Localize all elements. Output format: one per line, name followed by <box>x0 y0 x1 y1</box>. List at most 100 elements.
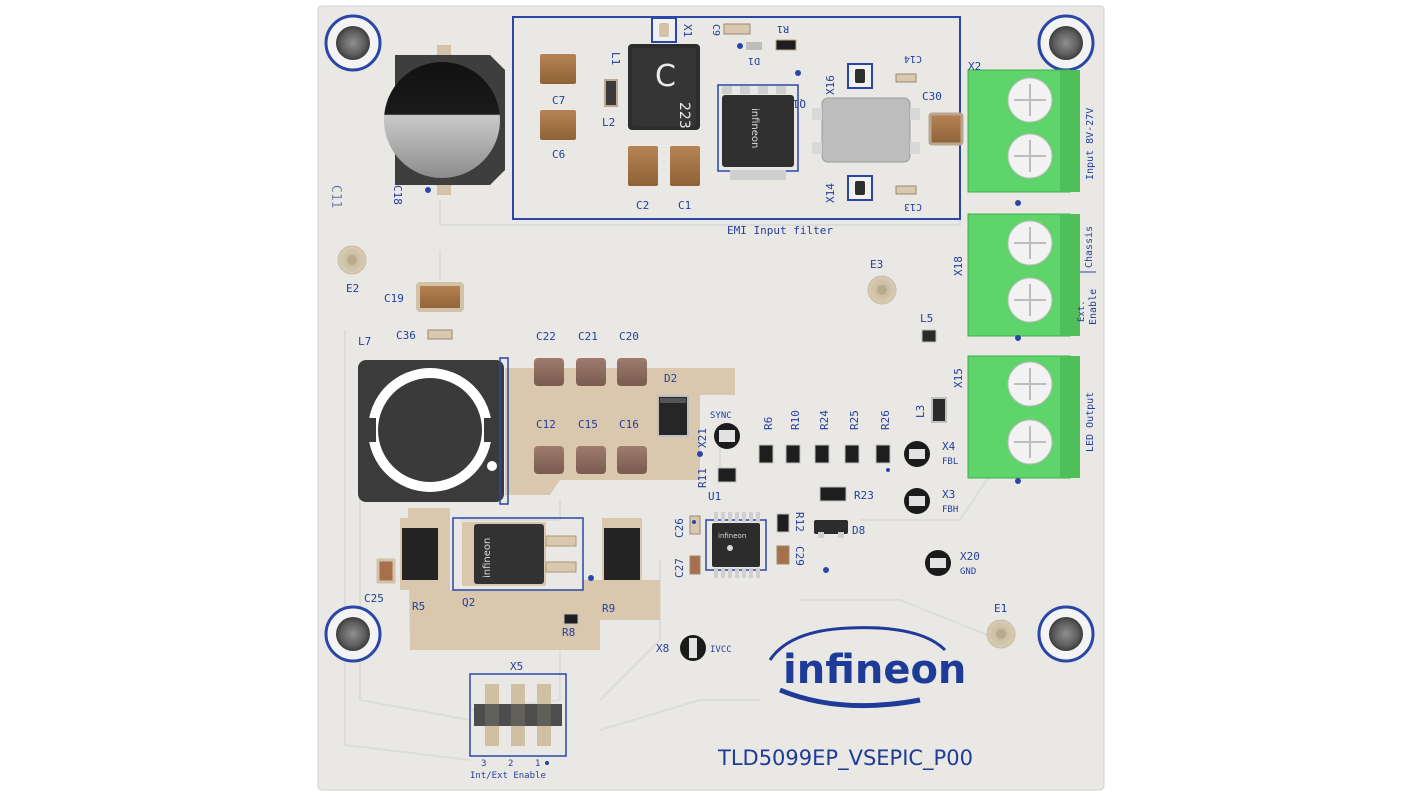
capacitor-c6 <box>540 110 576 140</box>
capacitor-c13 <box>895 185 917 195</box>
svg-text:C: C <box>655 59 676 94</box>
mounting-holes <box>324 14 1095 663</box>
ref-c21: C21 <box>578 330 598 343</box>
ref-l5: L5 <box>920 312 933 325</box>
ref-l3: L3 <box>914 405 927 418</box>
connector-x18[interactable] <box>967 213 1080 337</box>
ref-x15: X15 <box>952 368 965 388</box>
ref-r1: R1 <box>777 23 789 34</box>
ref-x8: X8 <box>656 642 669 655</box>
capacitor-c22 <box>534 358 564 386</box>
capacitor-c27 <box>689 555 701 575</box>
capacitor-c21 <box>576 358 606 386</box>
ref-r24: R24 <box>818 410 831 430</box>
capacitor-c12 <box>534 446 564 474</box>
inductor-l7 <box>358 357 509 505</box>
testpoint-x4[interactable] <box>904 441 930 467</box>
resistor-r9 <box>602 518 642 590</box>
mosfet-q2: infineon <box>452 517 584 591</box>
resistor-r12 <box>776 513 790 533</box>
inductor-l3 <box>931 397 947 423</box>
ref-x21: X21 <box>696 428 709 448</box>
board-name: TLD5099EP_VSEPIC_P00 <box>717 746 973 771</box>
ref-c18: C18 <box>391 185 404 205</box>
electrolytic-capacitor-c18 <box>384 45 505 195</box>
testpoint-x21[interactable] <box>714 423 740 449</box>
ref-c15: C15 <box>578 418 598 431</box>
ref-r8: R8 <box>562 626 575 639</box>
ref-x5: X5 <box>510 660 523 673</box>
ref-x4: X4 <box>942 440 956 453</box>
ref-c30: C30 <box>922 90 942 103</box>
resistor-r23 <box>819 486 847 502</box>
label-x20: GND <box>960 567 976 577</box>
resistor-r8 <box>563 613 579 625</box>
connector-x15[interactable] <box>967 355 1080 479</box>
ref-l2: L2 <box>602 116 615 129</box>
diode-d8 <box>814 520 848 534</box>
capacitor-c16 <box>617 446 647 474</box>
label-x21: SYNC <box>710 411 732 421</box>
ref-r12: R12 <box>793 512 806 532</box>
emi-filter-component <box>812 97 920 163</box>
mosfet-q1: infineon <box>717 84 799 180</box>
vias <box>692 451 890 524</box>
ic-u1: infineon <box>705 512 767 578</box>
ref-r26: R26 <box>879 410 892 430</box>
label-x5: Int/Ext Enable <box>470 771 546 781</box>
ref-c19: C19 <box>384 292 404 305</box>
ref-c20: C20 <box>619 330 639 343</box>
label-x8: IVCC <box>710 645 732 655</box>
ref-c6: C6 <box>552 148 565 161</box>
testpoint-x8[interactable] <box>680 635 706 661</box>
ref-c14: C14 <box>904 53 922 64</box>
ref-x16: X16 <box>824 75 837 95</box>
ref-r11: R11 <box>696 468 709 488</box>
ref-c25: C25 <box>364 592 384 605</box>
infineon-logo: infineon <box>768 626 966 709</box>
ref-c9: C9 <box>710 24 721 36</box>
ref-u1: U1 <box>708 490 721 503</box>
ref-x18: X18 <box>952 256 965 276</box>
jumper-x5[interactable] <box>469 673 567 757</box>
testpoint-x3[interactable] <box>904 488 930 514</box>
capacitor-c20 <box>617 358 647 386</box>
ref-d8: D8 <box>852 524 865 537</box>
inductor-l2 <box>604 79 618 107</box>
ref-c2: C2 <box>636 199 649 212</box>
capacitor-c1 <box>670 146 700 186</box>
ref-q2: Q2 <box>462 596 475 609</box>
ref-l7: L7 <box>358 335 371 348</box>
label-x18-b: Enable <box>1088 289 1099 325</box>
svg-text:infineon: infineon <box>718 532 746 540</box>
ref-r25: R25 <box>848 410 861 430</box>
label-x4: FBL <box>942 457 958 467</box>
label-x18-a: Chassis <box>1084 226 1095 268</box>
ref-d1: D1 <box>748 55 760 66</box>
label-x15: LED Output <box>1085 392 1096 452</box>
ref-c36: C36 <box>396 329 416 342</box>
ref-c16: C16 <box>619 418 639 431</box>
ref-x20: X20 <box>960 550 980 563</box>
label-x18-c: Ext. <box>1077 300 1087 322</box>
ref-c1: C1 <box>678 199 691 212</box>
svg-text:223: 223 <box>676 102 692 129</box>
svg-text:infineon: infineon <box>482 538 493 578</box>
ref-e1: E1 <box>994 602 1007 615</box>
capacitor-c30 <box>928 112 964 146</box>
capacitor-c19 <box>416 282 464 312</box>
connector-x2[interactable] <box>967 69 1080 193</box>
ref-x14: X14 <box>824 183 837 203</box>
label-x3: FBH <box>942 505 958 515</box>
ref-x1: X1 <box>681 24 694 37</box>
ref-c22: C22 <box>536 330 556 343</box>
svg-text:infineon: infineon <box>783 647 966 693</box>
x5-pin1: 1 <box>535 759 540 769</box>
inductor-l1: C 223 <box>628 44 700 130</box>
capacitor-c29 <box>776 545 790 565</box>
capacitor-c25 <box>376 558 396 584</box>
ref-e2: E2 <box>346 282 359 295</box>
ref-r10: R10 <box>789 410 802 430</box>
testpoint-x20[interactable] <box>925 550 951 576</box>
